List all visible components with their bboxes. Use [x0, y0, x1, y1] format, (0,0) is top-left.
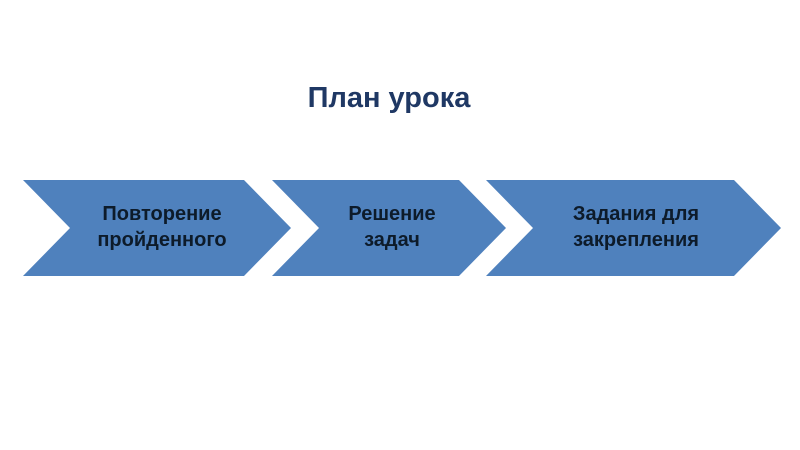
slide-title: План урока [307, 82, 471, 114]
chevron-step-2-label: Решение задач [300, 198, 484, 256]
chevron-step-2 [272, 180, 506, 276]
step-1-line-1: Повторение [102, 203, 222, 225]
step-2-line-2: задач [364, 229, 420, 251]
chevron-step-1-label: Повторение пройденного [62, 198, 262, 256]
step-3-line-2: закрепления [573, 229, 699, 251]
step-2-line-1: Решение [348, 203, 436, 225]
step-3-line-1: Задания для [572, 203, 700, 225]
step-1-line-2: пройденного [97, 229, 227, 251]
chevron-step-3 [486, 180, 781, 276]
chevron-step-1 [23, 180, 291, 276]
chevron-step-3-label: Задания для закрепления [520, 198, 752, 256]
